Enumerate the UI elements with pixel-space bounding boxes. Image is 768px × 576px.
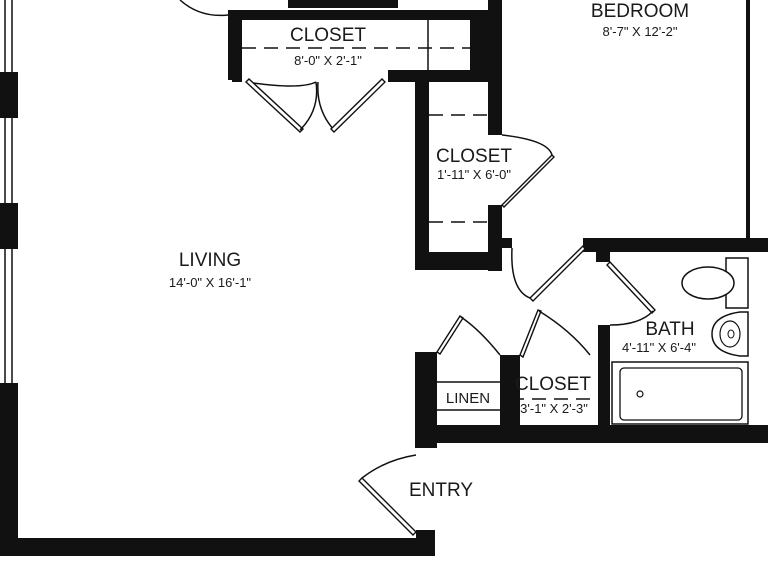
bathtub-icon [611, 361, 749, 425]
left-wall-segment [0, 203, 18, 249]
bath-dims: 4'-11" X 6'-4" [622, 340, 696, 355]
top-element [288, 0, 398, 8]
bedroom-left-wall-upper [488, 0, 502, 135]
top-left-door-arc [179, 0, 229, 17]
living-label: LIVING [179, 250, 241, 271]
bath-left-wall [598, 325, 610, 425]
mid-closet-dims: 1'-11" X 6'-0" [437, 167, 511, 182]
bath-door[interactable] [606, 260, 656, 326]
bedroom-door[interactable] [511, 244, 586, 302]
top-closet-top-wall [228, 10, 493, 20]
linen-closet-divider-inner [500, 355, 510, 425]
mid-closet-bottom-wall [415, 252, 502, 270]
entry-label: ENTRY [409, 480, 473, 501]
sink-icon [711, 311, 749, 357]
living-dims: 14'-0" X 16'-1" [169, 275, 252, 290]
top-closet-label: CLOSET [290, 25, 366, 46]
linen-label: LINEN [446, 390, 490, 407]
mid-closet-left-wall [415, 80, 429, 270]
entry-door[interactable] [358, 454, 417, 536]
bedroom-dims: 8'-7" X 12'-2" [603, 24, 678, 39]
mid-closet-label: CLOSET [436, 146, 512, 167]
small-closet-label: CLOSET [515, 374, 591, 395]
left-windows [4, 0, 13, 383]
top-closet-left-stub [232, 70, 242, 82]
top-closet-dims: 8'-0" X 2'-1" [294, 53, 362, 68]
top-closet-left-wall [228, 10, 242, 80]
bath-top-wall [583, 238, 768, 252]
bath-label: BATH [645, 319, 694, 340]
bath-door-jamb [596, 238, 610, 262]
linen-door[interactable] [436, 315, 501, 356]
bottom-wall [0, 538, 435, 556]
bedroom-label: BEDROOM [591, 1, 689, 22]
mid-closet-door[interactable] [501, 134, 555, 208]
linen-left-wall [415, 352, 437, 448]
bedroom-right-wall [746, 0, 750, 240]
hall-stub [502, 238, 512, 248]
top-closet-bottom-wall [388, 70, 500, 82]
bottom-wall-corner [416, 530, 435, 556]
toilet-icon [681, 257, 749, 309]
service-bottom-wall [415, 425, 768, 443]
left-wall-segment [0, 383, 18, 556]
small-closet-door[interactable] [519, 309, 591, 359]
small-closet-dims: 3'-1" X 2'-3" [520, 401, 588, 416]
top-closet-bifold-doors[interactable] [244, 78, 386, 133]
left-wall-segment [0, 72, 18, 118]
walls [0, 0, 768, 556]
